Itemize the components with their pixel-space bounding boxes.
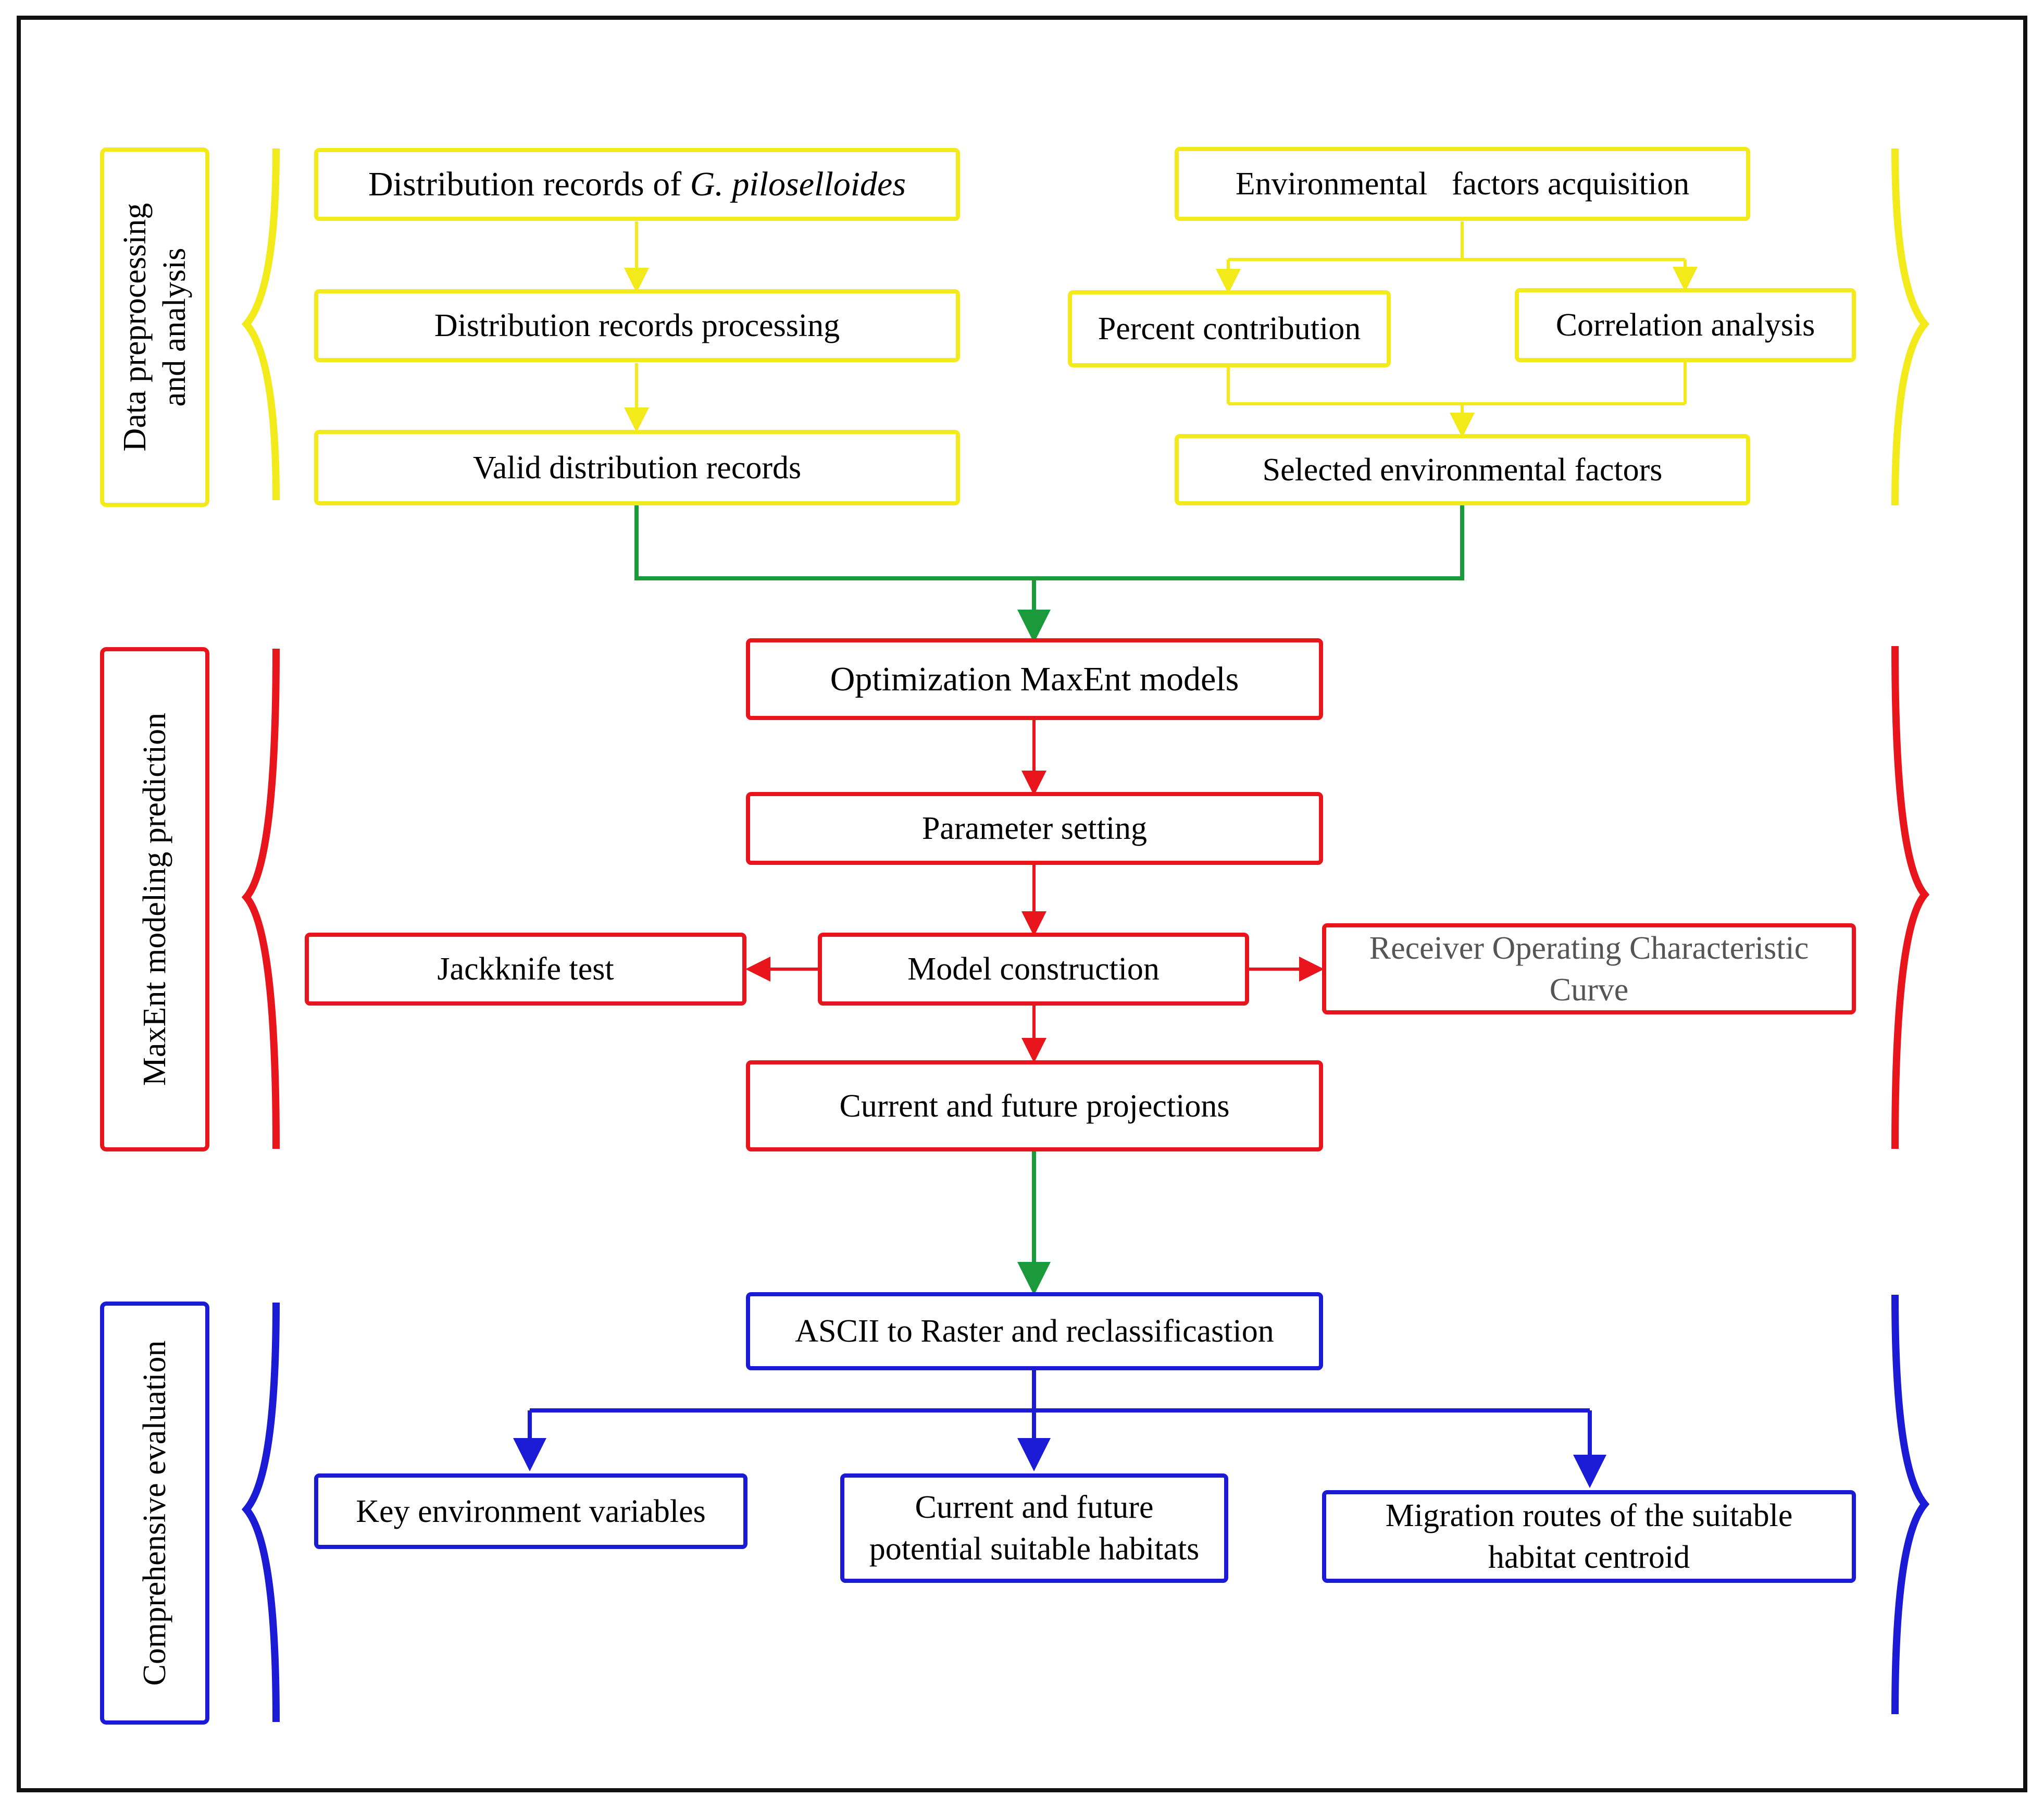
brace-right-modeling: [1891, 646, 1930, 1149]
brace-right-preprocessing: [1891, 148, 1930, 506]
brace-left-evaluation: [241, 1302, 280, 1723]
node-ascii-raster: ASCII to Raster and reclassificastion: [746, 1292, 1323, 1370]
node-model-construction: Model construction: [818, 933, 1249, 1006]
node-parameter-setting: Parameter setting: [746, 792, 1323, 865]
brace-left-preprocessing: [241, 148, 280, 501]
node-jackknife-test: Jackknife test: [305, 933, 746, 1006]
brace-right-evaluation: [1891, 1294, 1930, 1715]
node-valid-records: Valid distribution records: [314, 430, 960, 505]
stage-label-modeling-text: MaxEnt modeling prediction: [137, 712, 172, 1086]
node-env-acquisition: Environmental factors acquisition: [1175, 147, 1750, 221]
node-distribution-records-species: G. piloselloides: [690, 165, 906, 203]
node-distribution-records: Distribution records of G. piloselloides: [314, 148, 960, 221]
node-projections: Current and future projections: [746, 1060, 1323, 1151]
node-distribution-processing: Distribution records processing: [314, 289, 960, 362]
stage-label-modeling: MaxEnt modeling prediction: [100, 647, 209, 1151]
outer-frame: [17, 16, 2027, 1792]
stage-label-preprocessing: Data preprocessing and analysis: [100, 147, 209, 507]
node-percent-contribution: Percent contribution: [1068, 290, 1391, 367]
stage-label-evaluation-text: Comprehensive evaluation: [137, 1340, 172, 1686]
node-correlation-analysis: Correlation analysis: [1515, 288, 1856, 362]
stage-label-evaluation: Comprehensive evaluation: [100, 1302, 209, 1725]
node-selected-factors: Selected environmental factors: [1175, 434, 1750, 505]
stage-label-preprocessing-line1: Data preprocessing: [117, 203, 153, 452]
node-distribution-records-prefix: Distribution records of: [368, 165, 690, 203]
node-key-variables: Key environment variables: [314, 1473, 747, 1549]
brace-left-modeling: [241, 648, 280, 1149]
node-optimization: Optimization MaxEnt models: [746, 638, 1323, 720]
stage-label-preprocessing-line2: and analysis: [157, 247, 192, 407]
